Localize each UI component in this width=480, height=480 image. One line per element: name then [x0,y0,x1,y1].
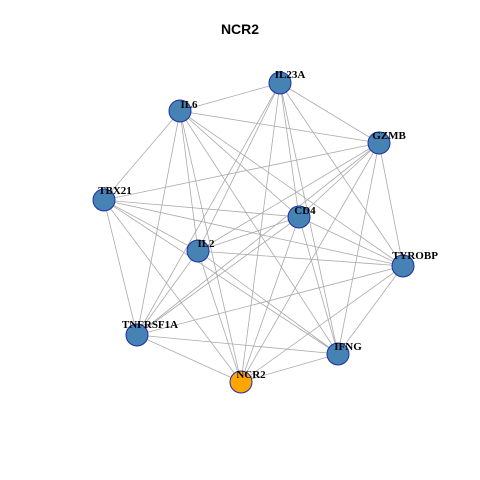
edge-il23a-cd4 [279,82,300,218]
node-label-il2: IL2 [197,238,215,250]
edge-layer [103,82,404,383]
edge-gzmb-tyrobp [378,142,404,267]
node-label-il23a: IL23A [275,69,306,81]
edge-il23a-il2 [197,82,281,252]
edge-tnfrsf1a-ifng [136,334,339,355]
edge-cd4-il2 [197,216,300,252]
edge-gzmb-tbx21 [103,142,380,201]
edge-il6-tbx21 [103,110,181,201]
node-layer [92,71,415,394]
node-label-ncr2: NCR2 [236,369,266,381]
edge-ifng-ncr2 [240,353,339,383]
edge-gzmb-tnfrsf1a [136,142,380,336]
edge-il6-gzmb [179,110,380,144]
node-tnfrsf1a [125,323,149,347]
edge-il23a-il6 [179,82,281,112]
node-tbx21 [92,188,116,212]
edge-il2-tnfrsf1a [136,250,199,336]
node-il2 [186,239,210,263]
edge-tbx21-il2 [103,199,199,252]
node-il6 [168,99,192,123]
edge-tbx21-cd4 [103,199,300,218]
edge-cd4-tnfrsf1a [136,216,300,336]
edge-tyrobp-ncr2 [240,265,404,383]
node-label-cd4: CD4 [294,205,316,217]
chart-title: NCR2 [220,21,260,37]
node-ncr2 [229,370,253,394]
edge-il23a-ncr2 [240,82,281,383]
edge-il6-ifng [179,110,339,355]
node-label-gzmb: GZMB [372,130,406,142]
edge-tbx21-tnfrsf1a [103,199,138,336]
edge-tnfrsf1a-ncr2 [136,334,242,383]
node-il23a [268,71,292,95]
node-tyrobp [391,254,415,278]
edge-il6-il2 [179,110,199,252]
edge-tyrobp-ifng [337,265,404,355]
edge-il2-ifng [197,250,339,355]
edge-tbx21-ncr2 [103,199,242,383]
edge-il2-tyrobp [197,250,404,267]
edge-il23a-gzmb [279,82,380,144]
node-label-il6: IL6 [180,99,198,111]
edge-cd4-tyrobp [298,216,404,267]
node-ifng [326,342,350,366]
edge-il6-tyrobp [179,110,404,267]
node-gzmb [367,131,391,155]
edge-gzmb-cd4 [298,142,380,218]
edge-il6-cd4 [179,110,300,218]
edge-gzmb-il2 [197,142,380,252]
node-cd4 [287,205,311,229]
edge-cd4-ifng [298,216,339,355]
edge-il23a-tyrobp [279,82,404,267]
node-label-tnfrsf1a: TNFRSF1A [122,319,178,331]
edge-cd4-ncr2 [240,216,300,383]
node-label-tbx21: TBX21 [98,185,132,197]
edge-gzmb-ifng [337,142,380,355]
edge-tyrobp-tnfrsf1a [136,265,404,336]
edge-il6-tnfrsf1a [136,110,181,336]
edge-il2-ncr2 [197,250,242,383]
node-label-tyrobp: TYROBP [392,250,438,262]
node-label-ifng: IFNG [334,341,362,353]
edge-tbx21-tyrobp [103,199,404,267]
edge-tbx21-ifng [103,199,339,355]
edge-gzmb-ncr2 [240,142,380,383]
